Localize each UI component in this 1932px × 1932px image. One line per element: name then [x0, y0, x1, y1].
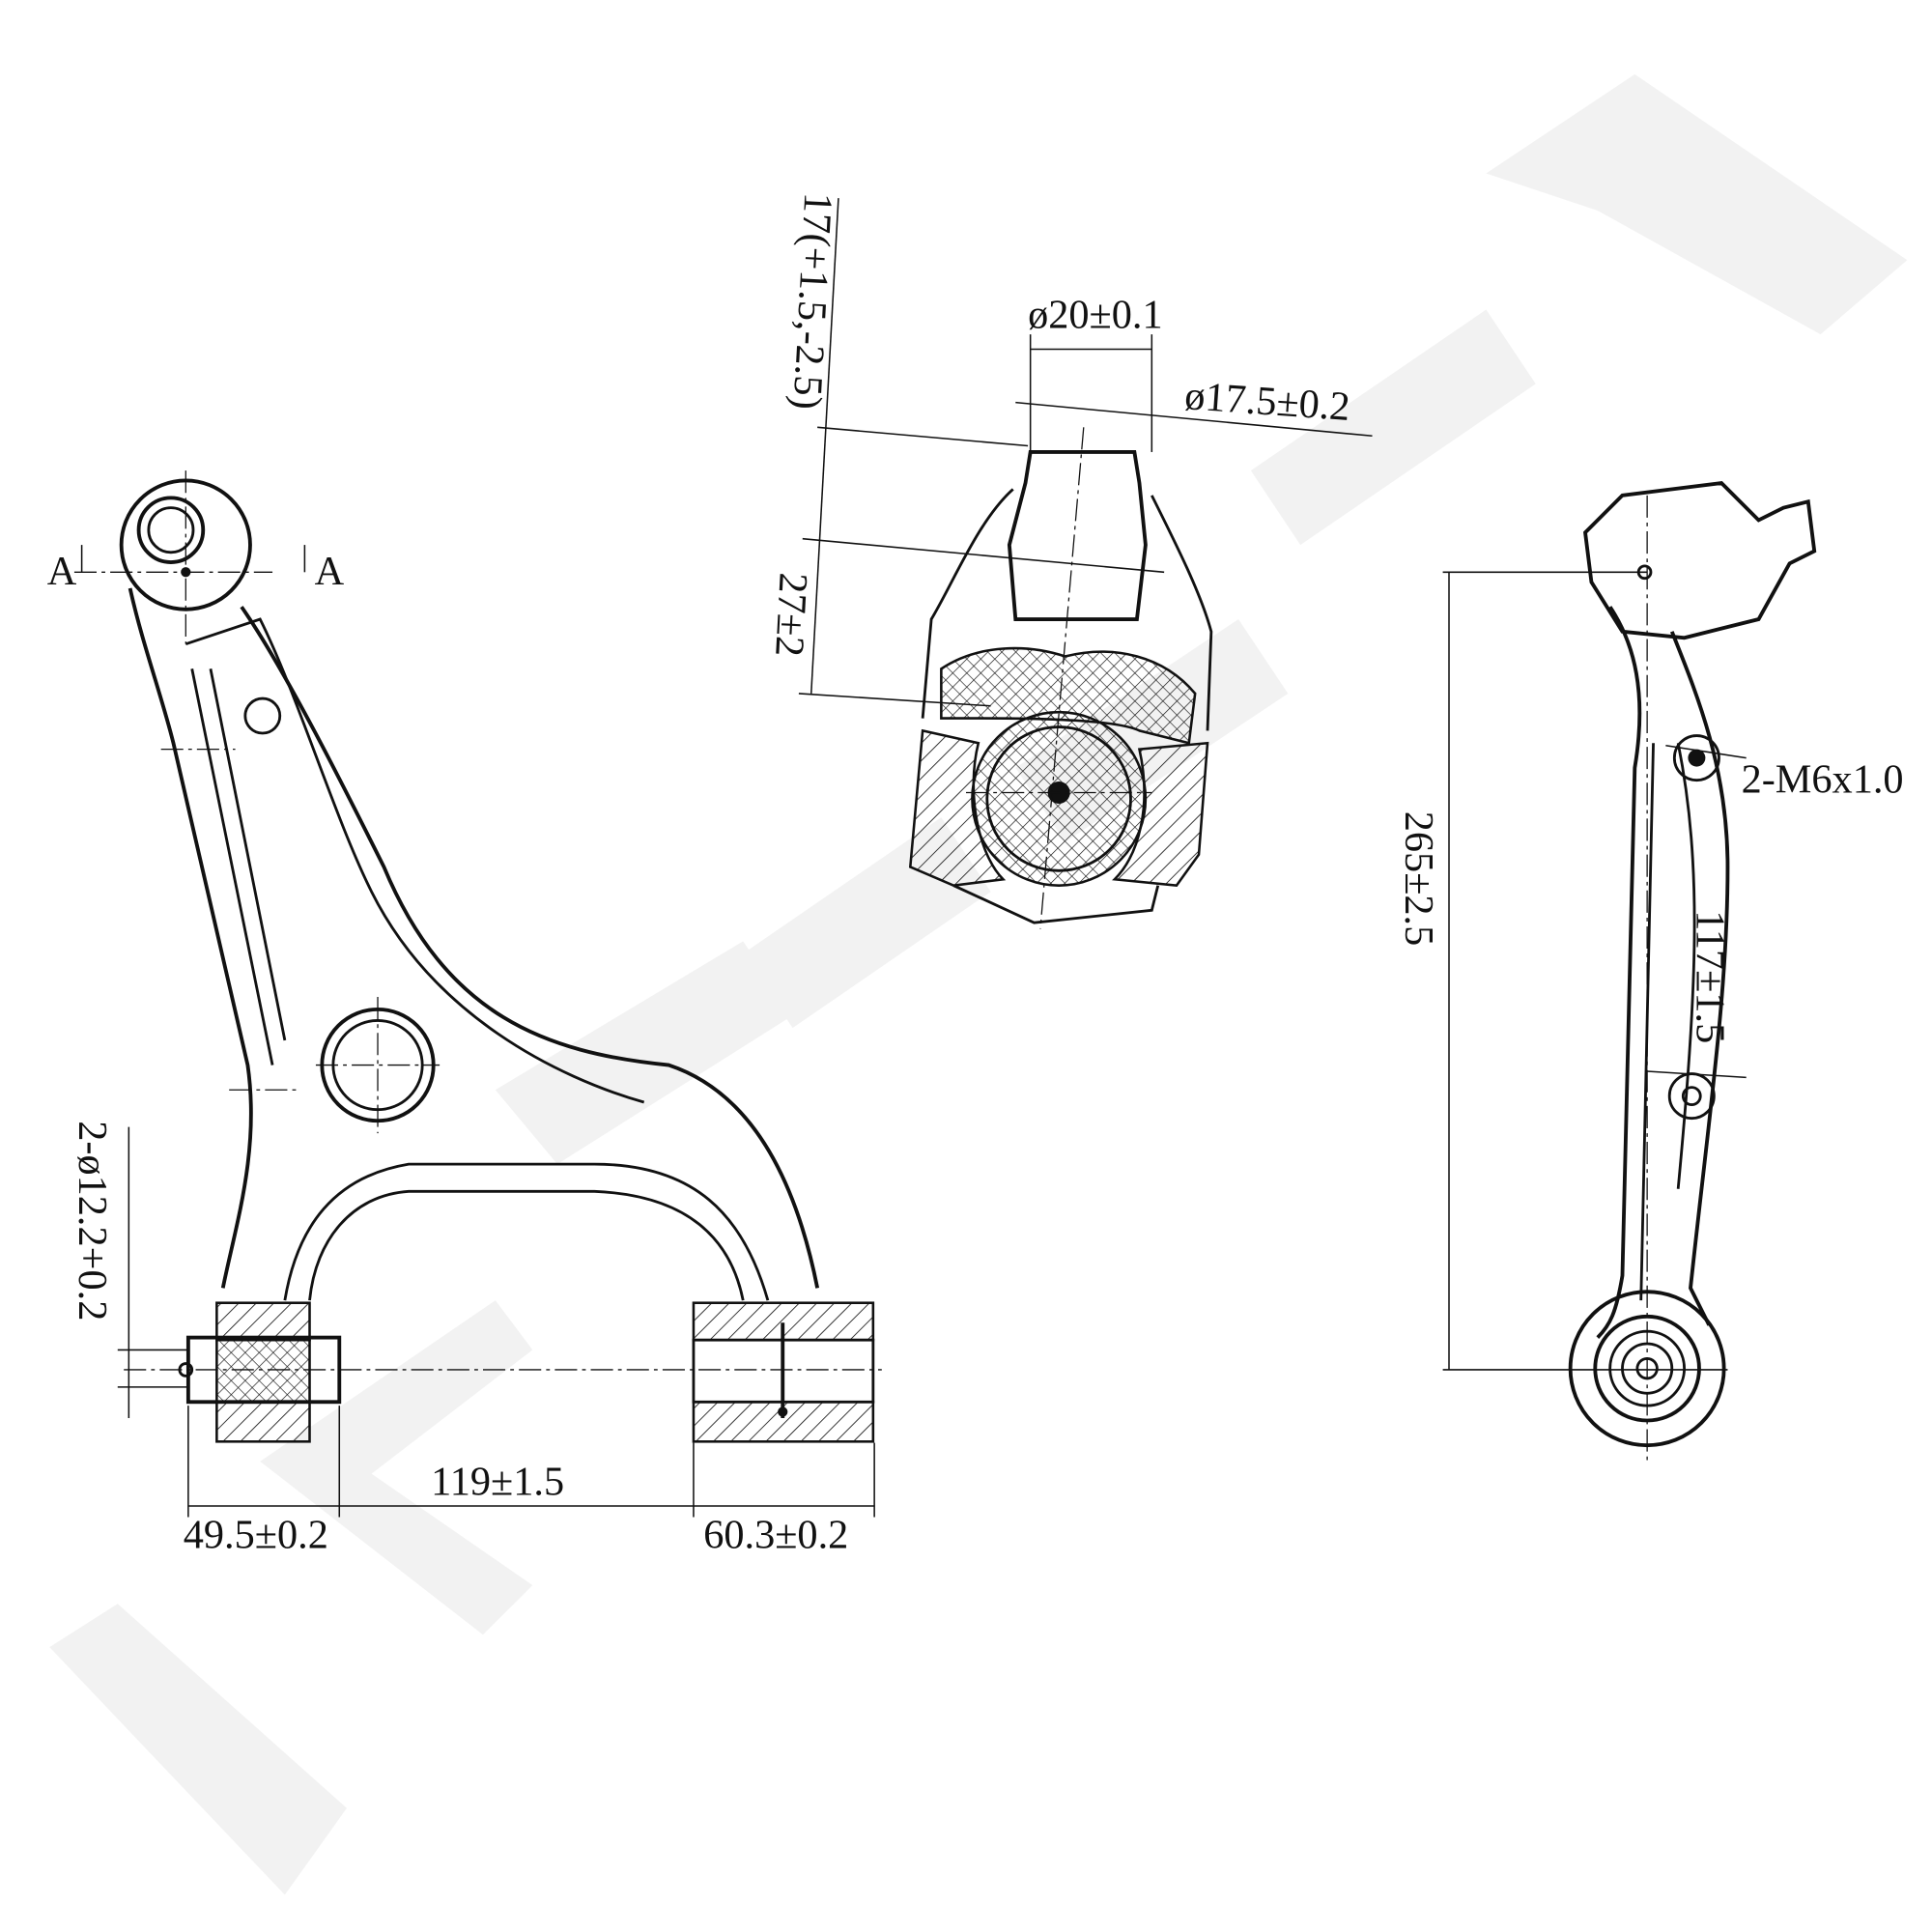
- section-mark-right: A: [315, 549, 345, 594]
- hole-spacing-dimension: 117±1.5: [1687, 910, 1732, 1043]
- right-bushing-width-dimension: 60.3±0.2: [703, 1513, 848, 1558]
- thread-spec-label: 2-M6x1.0: [1742, 757, 1904, 803]
- left-bushing-width-dimension: 49.5±0.2: [184, 1513, 328, 1558]
- overall-length-dimension: 265±2.5: [1396, 811, 1441, 947]
- right-bushing: [692, 1301, 875, 1443]
- ball-joint-boss: [73, 470, 273, 644]
- stud-minor-diameter-dimension: ø17.5±0.2: [1183, 373, 1351, 430]
- stud-height-dimension: 17(+1.5,-2.5): [784, 191, 841, 411]
- section-mark-left: A: [47, 549, 77, 594]
- front-view: A A 2-ø12.2+0.2 119±1.5 49.5±0.2 60.3±0.…: [47, 470, 882, 1558]
- arm-body: [128, 587, 820, 1301]
- left-bushing: [185, 1301, 342, 1443]
- bushing-spacing-dimension: 119±1.5: [431, 1459, 564, 1504]
- bushing-hole-dimension: 2-ø12.2+0.2: [70, 1121, 115, 1321]
- stud-major-diameter-dimension: ø20±0.1: [1028, 293, 1163, 338]
- ball-joint-section: ø20±0.1 ø17.5±0.2 17(+1.5,-2.5) 27±2: [766, 191, 1373, 929]
- side-view: 265±2.5 117±1.5 2-M6x1.0: [1396, 480, 1904, 1462]
- boot-height-dimension: 27±2: [766, 572, 815, 658]
